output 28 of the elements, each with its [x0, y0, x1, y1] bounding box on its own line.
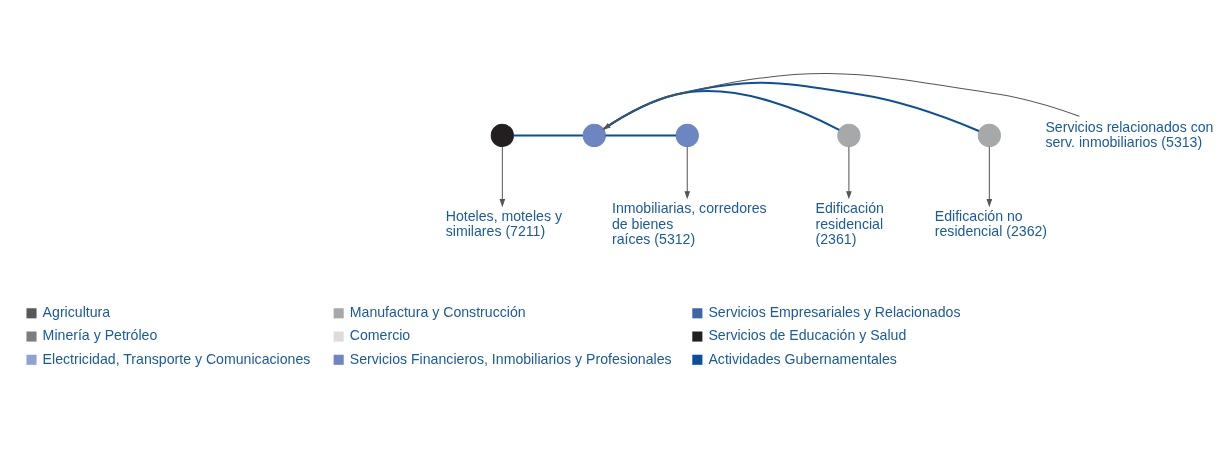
arrow [846, 145, 852, 199]
node-circle [582, 123, 606, 147]
node-text: Edificación no residencial (2362) [934, 207, 1048, 239]
legend-label: Servicios Financieros, Inmobiliarios y Profesionales [349, 350, 672, 367]
node-circle [490, 123, 514, 147]
node-circle [675, 123, 699, 147]
connector [603, 89, 840, 131]
legend-label: Agricultura [42, 303, 111, 320]
node-circle [837, 123, 861, 147]
legend-label: Servicios Empresariales y Relacionados [708, 303, 961, 320]
node-circle [977, 123, 1001, 147]
arrow [986, 145, 993, 207]
arrow [499, 145, 506, 207]
connector [603, 81, 980, 132]
legend-label: Manufactura y Construcción [349, 303, 526, 320]
legend-label: Servicios de Educación y Salud [708, 326, 907, 343]
legend-label: Actividades Gubernamentales [708, 350, 897, 367]
node-text: Servicios relacionados con serv. inmobiliarios (5313) [1045, 118, 1214, 150]
arrow [602, 72, 1080, 130]
connector [605, 133, 677, 136]
connector [513, 133, 583, 136]
arrow [684, 145, 691, 199]
legend-label: Minería y Petróleo [42, 326, 158, 343]
legend-label: Electricidad, Transporte y Comunicaciones [42, 350, 311, 367]
legend-label: Comercio [349, 326, 411, 343]
node-text: Hoteles, moteles y similares (7211) [445, 207, 562, 239]
node-text: Inmobiliarias, corredores de bienes raíces (5312) [611, 199, 767, 247]
node-text: Edificación residencial (2361) [815, 199, 884, 247]
